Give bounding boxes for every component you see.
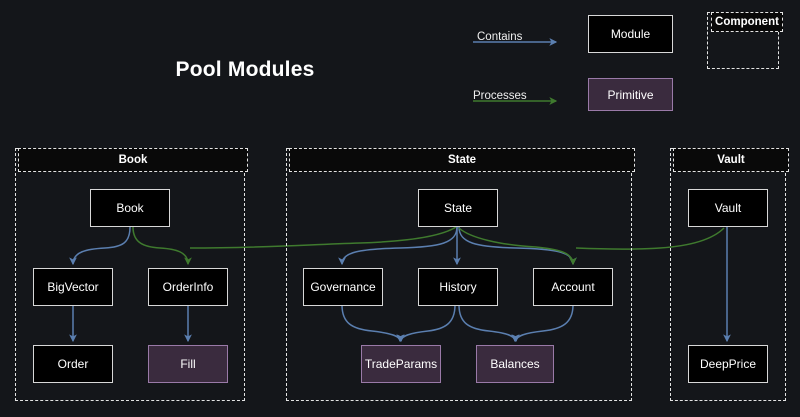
node-governance[interactable]: Governance bbox=[303, 268, 383, 306]
node-vault[interactable]: Vault bbox=[688, 189, 768, 227]
legend-component-title: Component bbox=[711, 12, 783, 32]
legend-processes-label: Processes bbox=[473, 90, 527, 102]
group-book-title: Book bbox=[18, 148, 248, 172]
node-deepprice[interactable]: DeepPrice bbox=[688, 345, 768, 383]
node-book[interactable]: Book bbox=[90, 189, 170, 227]
legend-module-box: Module bbox=[588, 15, 673, 53]
node-balances[interactable]: Balances bbox=[476, 345, 554, 383]
group-vault-title: Vault bbox=[673, 148, 789, 172]
node-tradeparams[interactable]: TradeParams bbox=[361, 345, 441, 383]
page-title: Pool Modules bbox=[175, 58, 315, 81]
legend-primitive-box: Primitive bbox=[588, 78, 673, 111]
legend-contains-label: Contains bbox=[477, 31, 523, 43]
node-fill[interactable]: Fill bbox=[148, 345, 228, 383]
node-bigvector[interactable]: BigVector bbox=[33, 268, 113, 306]
group-state-title: State bbox=[289, 148, 635, 172]
node-history[interactable]: History bbox=[418, 268, 498, 306]
node-orderinfo[interactable]: OrderInfo bbox=[148, 268, 228, 306]
node-account[interactable]: Account bbox=[533, 268, 613, 306]
node-state[interactable]: State bbox=[418, 189, 498, 227]
node-order[interactable]: Order bbox=[33, 345, 113, 383]
